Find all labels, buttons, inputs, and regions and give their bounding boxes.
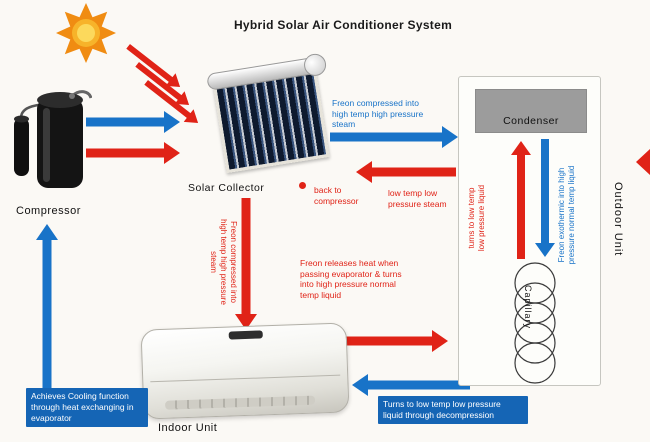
annotation-turns-low-temp-liquid: turns to low temp low pressure liquid <box>467 184 486 252</box>
arrow-indoor-to-compressor-blue <box>36 224 58 388</box>
indoor-unit-inlet-slot <box>228 330 263 340</box>
outdoor-unit-box: Condenser turns to low temp low pressure… <box>458 76 601 386</box>
arrow-capillary-to-condenser-red <box>511 141 531 259</box>
indoor-unit-image <box>140 322 350 420</box>
compressor-image <box>14 90 92 188</box>
page-title: Hybrid Solar Air Conditioner System <box>233 18 453 32</box>
collector-outlet-dot <box>299 182 306 189</box>
arrow-condenser-to-capillary-blue <box>535 139 555 257</box>
solar-collector-label: Solar Collector <box>188 182 265 194</box>
arrow-compressor-to-collector-blue <box>86 111 180 133</box>
annotation-freon-compressed-steam-vertical: Freon compressed into high temp high pre… <box>209 219 238 305</box>
annotation-decompression-box: Turns to low temp low pressure liquid th… <box>378 396 528 425</box>
sun-icon <box>56 3 116 63</box>
sun-ray-arrow <box>126 43 181 87</box>
capillary-coil-icon <box>514 262 556 384</box>
red-arrow-fragment-right-edge <box>636 149 650 175</box>
arrow-outdoor-to-collector-red <box>356 161 456 183</box>
arrow-indoor-to-outdoor-red <box>298 330 448 352</box>
compressor-label: Compressor <box>16 205 81 217</box>
arrow-collector-to-outdoor-blue <box>330 126 458 148</box>
condenser: Condenser <box>475 89 587 133</box>
arrow-compressor-to-collector-red <box>86 142 180 164</box>
sun-ray-arrow <box>144 79 199 123</box>
annotation-back-to-compressor: back to compressor <box>314 185 359 206</box>
annotation-low-temp-steam: low temp low pressure steam <box>388 188 447 209</box>
arrow-outdoor-to-indoor-blue <box>352 374 470 396</box>
arrow-collector-to-indoor-red <box>235 198 257 330</box>
annotation-freon-compressed-steam: Freon compressed into high temp high pre… <box>332 98 424 130</box>
solar-collector-image <box>206 52 342 182</box>
outdoor-unit-label: Outdoor Unit <box>612 182 624 257</box>
sun-ray-arrow <box>135 61 190 105</box>
capillary-label: Capillary <box>523 285 533 330</box>
indoor-unit-label: Indoor Unit <box>158 422 218 434</box>
annotation-cooling-box: Achieves Cooling function through heat e… <box>26 388 148 428</box>
annotation-freon-releases-heat: Freon releases heat when passing evapora… <box>300 258 402 300</box>
